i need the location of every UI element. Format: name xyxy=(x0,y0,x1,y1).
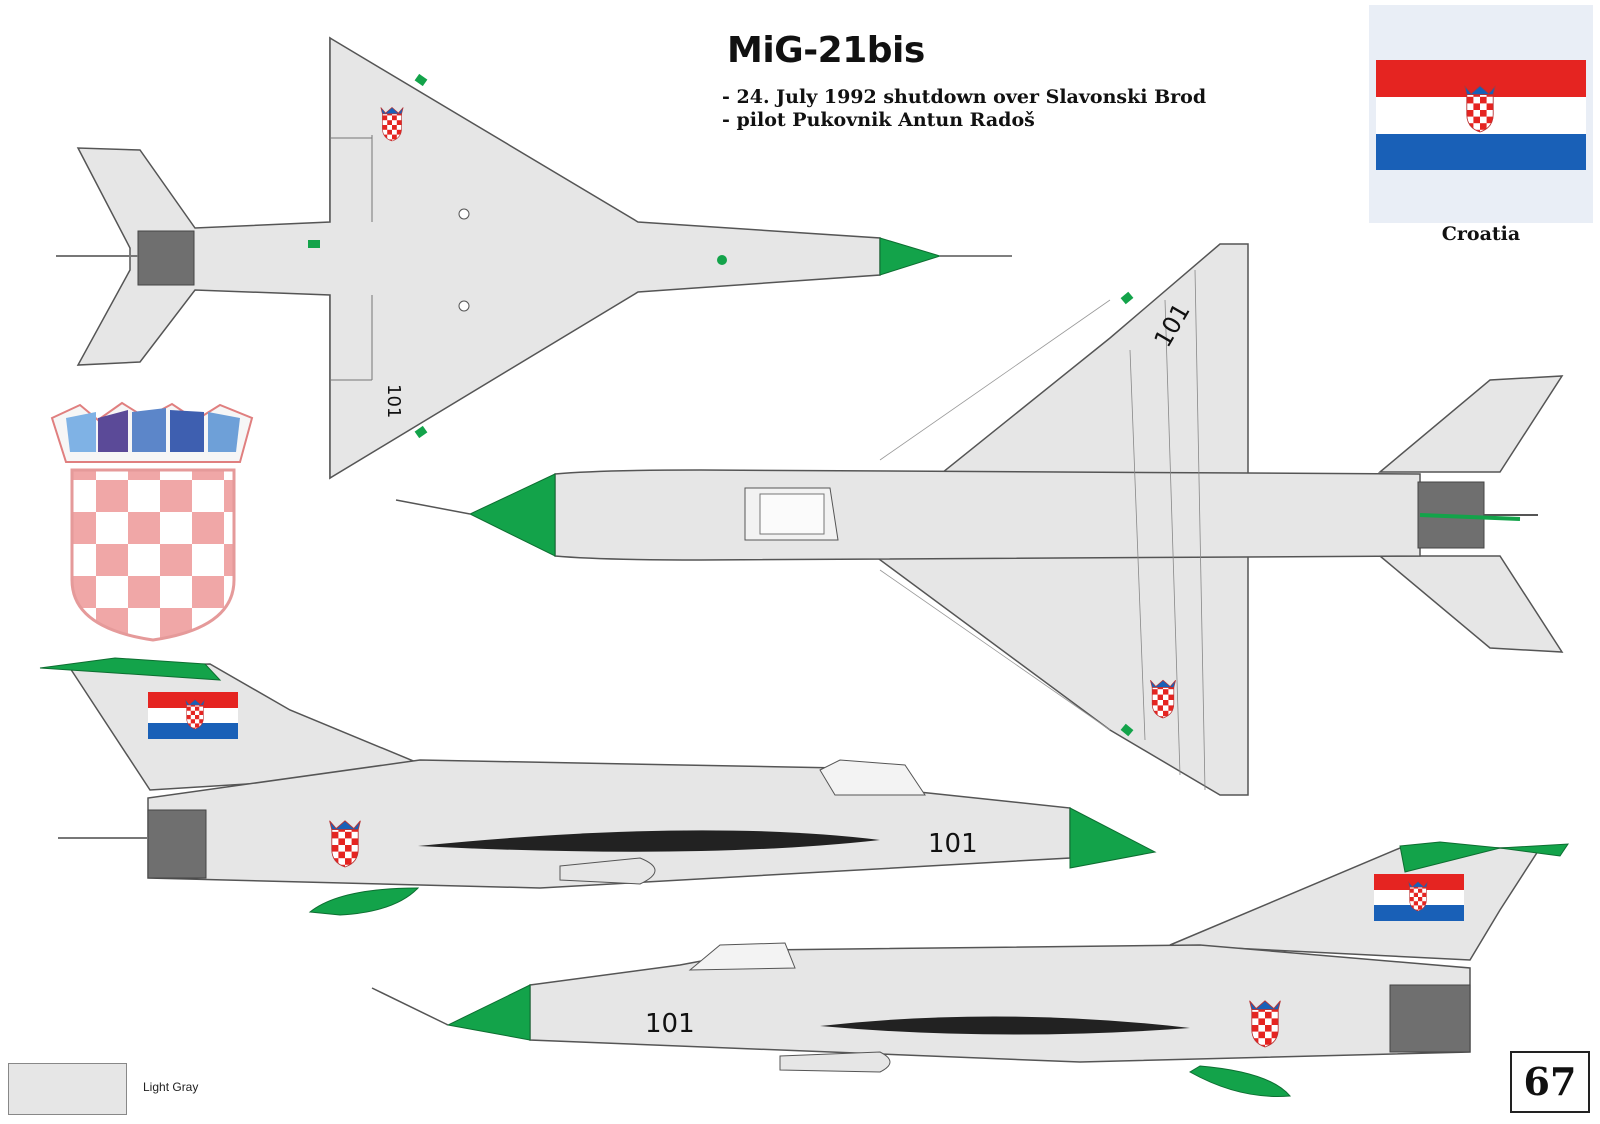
color-swatch-light-gray xyxy=(8,1063,127,1115)
swatch-label: Light Gray xyxy=(143,1080,199,1094)
flag-caption: Croatia xyxy=(1441,223,1521,245)
croatian-flag xyxy=(1376,60,1586,170)
plan-view-top xyxy=(56,36,1012,480)
page-number: 67 xyxy=(1510,1051,1590,1113)
side-view-left xyxy=(39,657,1157,916)
side-view-right xyxy=(371,841,1569,1097)
croatian-coat-of-arms xyxy=(50,401,254,642)
top-view-serial: 101 xyxy=(383,384,404,418)
page-title: MiG-21bis xyxy=(727,30,925,71)
caption-line-date: - 24. July 1992 shutdown over Slavonski … xyxy=(722,86,1207,108)
right-profile-serial: 101 xyxy=(645,1009,695,1039)
caption-line-pilot: - pilot Pukovnik Antun Radoš xyxy=(722,109,1035,131)
plan-view-bottom xyxy=(395,243,1564,796)
left-profile-serial: 101 xyxy=(928,829,978,859)
